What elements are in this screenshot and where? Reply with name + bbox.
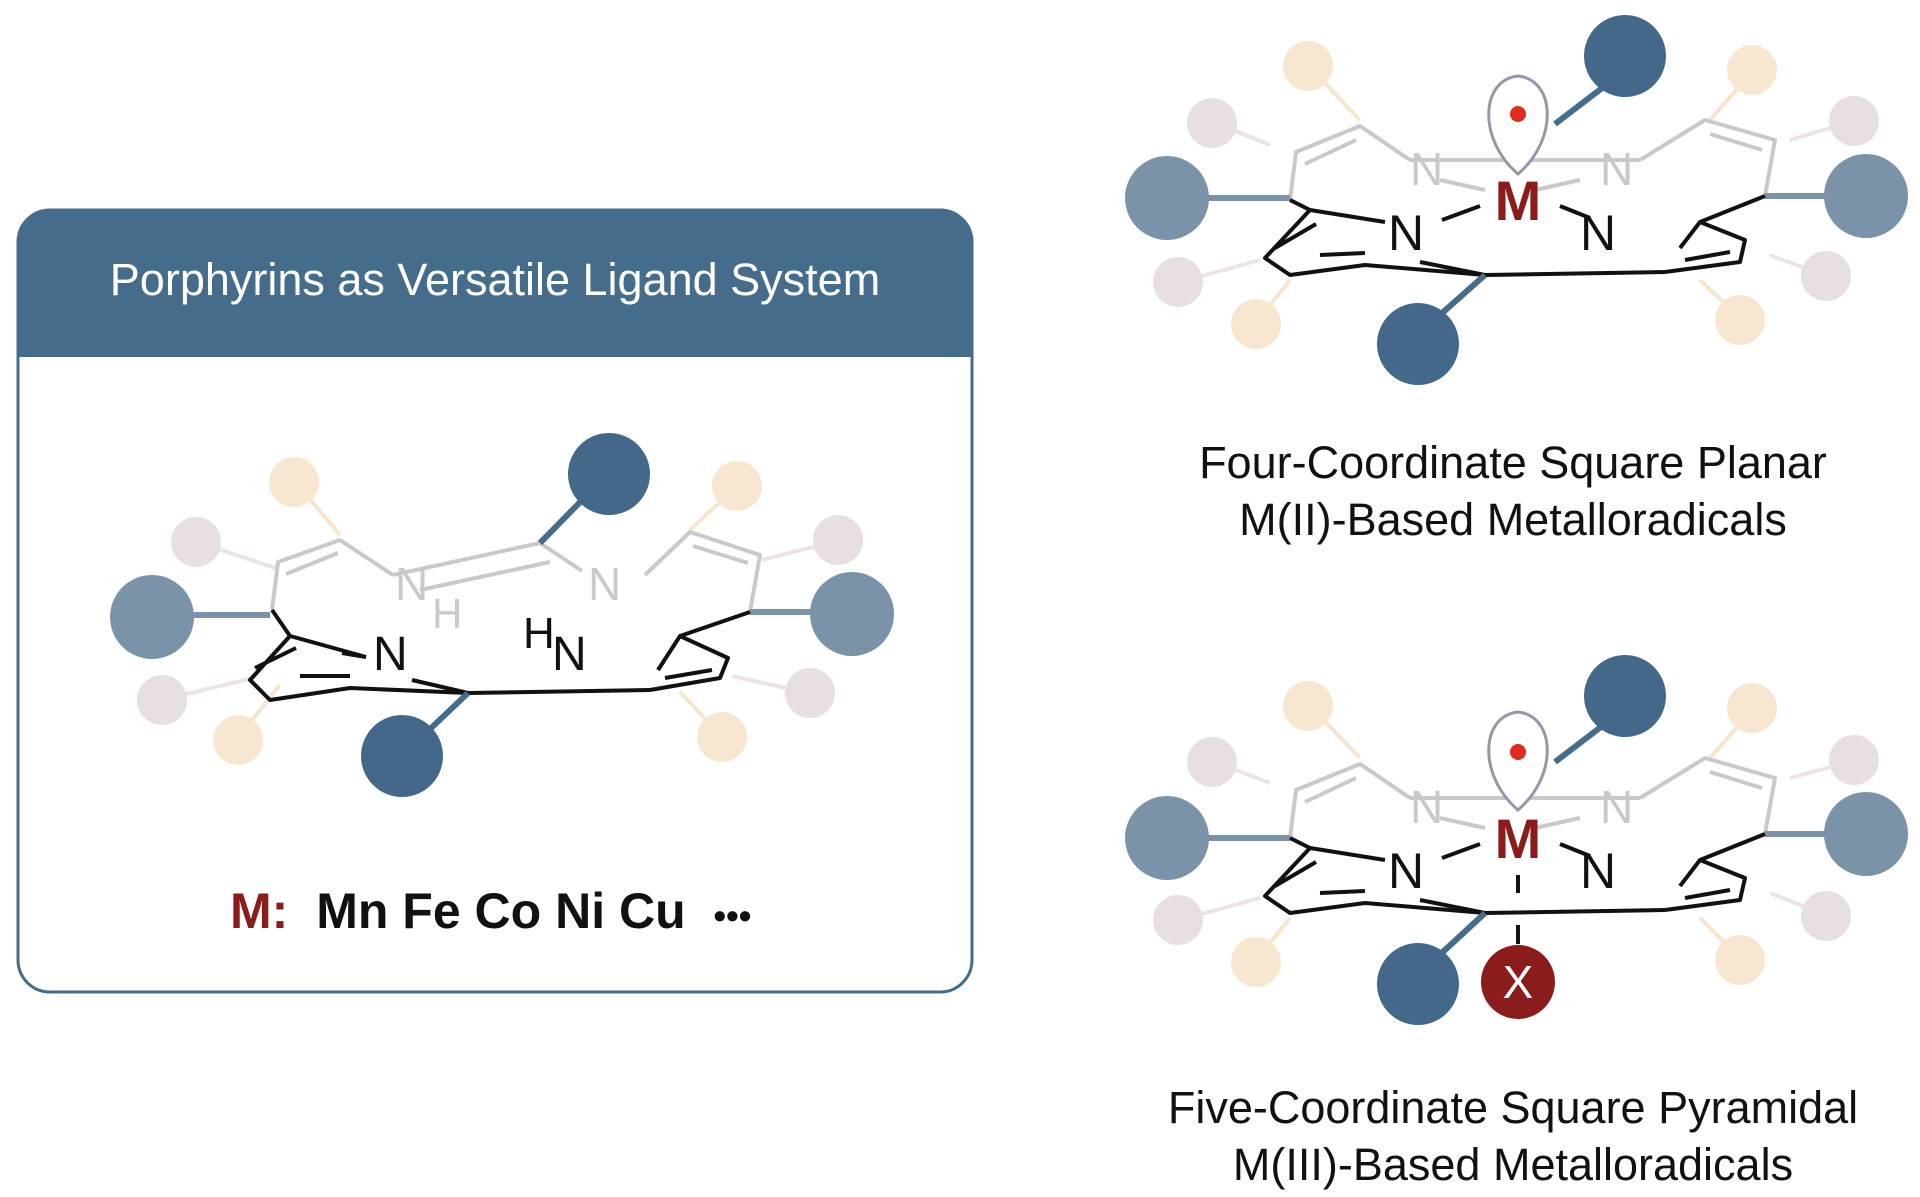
radical-electron <box>1510 106 1526 122</box>
radical-orbital <box>1487 710 1549 812</box>
beta-substituent-pink <box>1829 96 1879 146</box>
beta-substituent-beige <box>1231 937 1281 987</box>
beta-substituent-beige <box>1231 299 1281 349</box>
ellipsis: ••• <box>714 895 752 936</box>
radical-orbital <box>1487 74 1549 176</box>
beta-substituent-beige <box>1727 45 1777 95</box>
nitrogen-atom-back: N <box>1600 781 1633 833</box>
front-ring <box>1263 194 1766 277</box>
caption-line-2: M(II)-Based Metalloradicals <box>1239 494 1787 545</box>
beta-substituent-beige <box>697 712 747 762</box>
meso-substituent-dark <box>1377 943 1459 1025</box>
meso-substituent-light <box>110 575 194 659</box>
nitrogen-atom: N <box>552 628 587 681</box>
panel-header <box>18 210 972 357</box>
beta-substituent-beige <box>1283 41 1333 91</box>
meso-substituent-dark <box>1377 303 1459 385</box>
beta-substituent-beige <box>1283 681 1333 731</box>
meso-substituent-dark <box>1584 655 1666 737</box>
beta-substituents <box>1153 41 1879 349</box>
four-coordinate-metalloradical: N N N N M Four-Coordinat <box>1125 15 1908 545</box>
nitrogen-atom: N <box>1580 843 1616 899</box>
nitrogen-atom-back: N <box>1410 781 1443 833</box>
beta-substituent-pink <box>1153 895 1203 945</box>
beta-substituent-pink <box>1153 257 1203 307</box>
front-ring <box>248 608 751 702</box>
nitrogen-atom: N <box>373 628 408 681</box>
metal-center: M <box>1495 807 1542 870</box>
caption-line-1: Five-Coordinate Square Pyramidal <box>1168 1082 1858 1133</box>
beta-substituent-pink <box>813 515 863 565</box>
nitrogen-atom: N <box>1388 205 1424 261</box>
axial-ligand-label: X <box>1503 956 1534 1008</box>
beta-substituent-pink <box>1829 735 1879 785</box>
nitrogen-atom: N <box>1388 843 1424 899</box>
caption-line-2: M(III)-Based Metalloradicals <box>1233 1139 1793 1190</box>
beta-substituents <box>1153 681 1879 987</box>
free-base-porphyrin: N H N <box>110 433 894 797</box>
ligand-panel: Porphyrins as Versatile Ligand System <box>16 208 974 994</box>
nitrogen-atom-back: N <box>1410 143 1443 195</box>
meso-substituent-light <box>1824 154 1908 238</box>
beta-substituent-beige <box>1715 295 1765 345</box>
axial-ligand <box>1481 945 1555 1019</box>
beta-substituent-pink <box>1801 891 1851 941</box>
beta-substituent-beige <box>712 461 762 511</box>
nitrogen-atom-back: N <box>395 558 428 610</box>
beta-substituent-pink <box>137 675 187 725</box>
beta-substituents <box>137 457 863 765</box>
meso-substituent-light <box>810 572 894 656</box>
panel-title: Porphyrins as Versatile Ligand System <box>110 254 880 305</box>
caption-line-1: Four-Coordinate Square Planar <box>1199 437 1827 488</box>
five-coordinate-metalloradical: N N N N M X Fiv <box>1125 655 1908 1190</box>
beta-substituent-pink <box>1801 251 1851 301</box>
metal-center: M <box>1495 169 1542 232</box>
hydrogen-atom-back: H <box>432 590 462 637</box>
back-ring <box>270 530 762 613</box>
beta-substituent-pink <box>785 668 835 718</box>
beta-substituent-pink <box>1187 98 1237 148</box>
nitrogen-atom-back: N <box>1600 143 1633 195</box>
meso-substituent-light <box>1125 796 1209 880</box>
beta-substituent-beige <box>1715 935 1765 985</box>
metal-list: Mn Fe Co Ni Cu <box>316 883 685 939</box>
hydrogen-atom: H <box>523 609 555 658</box>
beta-substituent-beige <box>213 715 263 765</box>
meso-substituent-dark <box>568 433 650 515</box>
meso-substituent-light <box>1824 792 1908 876</box>
nitrogen-atom-back: N <box>588 558 621 610</box>
beta-substituent-beige <box>1727 683 1777 733</box>
meso-substituent-dark <box>361 715 443 797</box>
beta-substituent-pink <box>171 517 221 567</box>
meso-substituent-dark <box>1584 15 1666 97</box>
beta-substituent-pink <box>1187 737 1237 787</box>
meso-substituent-light <box>1125 156 1209 240</box>
metal-label: M: <box>230 883 288 939</box>
beta-substituent-beige <box>269 457 319 507</box>
metal-list-line: M: Mn Fe Co Ni Cu ••• <box>230 883 751 939</box>
radical-electron <box>1510 744 1526 760</box>
nitrogen-atom: N <box>1580 205 1616 261</box>
front-ring <box>1263 832 1766 944</box>
